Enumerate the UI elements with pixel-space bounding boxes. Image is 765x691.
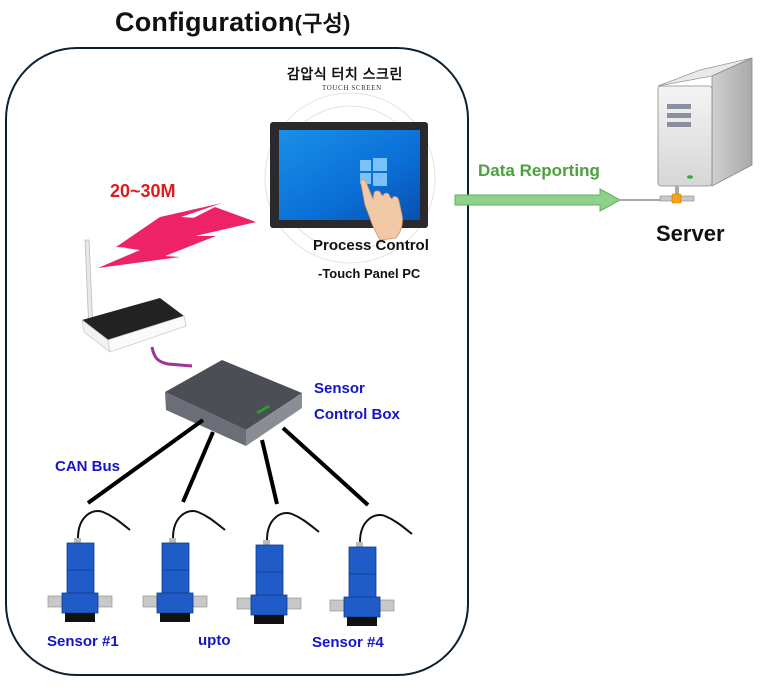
can-bus-lines (86, 418, 370, 507)
server-icon (657, 57, 753, 204)
sensor-upto-label: upto (198, 632, 231, 649)
sensor-3-icon (236, 512, 320, 624)
data-reporting-label: Data Reporting (478, 161, 600, 180)
sensor-control-box-label-line2: Control Box (314, 406, 400, 423)
sensor-4-label: Sensor #4 (312, 634, 384, 651)
data-reporting-arrow-icon (454, 188, 660, 212)
diagram-title: Configuration(구성) (115, 6, 351, 38)
sensor-1-icon (47, 510, 131, 622)
title-korean: (구성) (294, 11, 351, 36)
wireless-signal-bolt-icon (98, 207, 256, 268)
touch-screen-banner-title: 감압식 터치 스크린 (287, 66, 403, 82)
windows-logo-icon (360, 158, 387, 186)
configuration-frame (5, 47, 469, 676)
ethernet-cable-icon (150, 346, 193, 368)
process-control-label: Process Control (313, 237, 429, 254)
sensor-4-icon (329, 514, 413, 626)
sensor-2-icon (142, 510, 226, 622)
can-bus-label: CAN Bus (55, 458, 121, 475)
title-text: Configuration (115, 7, 295, 37)
touch-panel-pc-label: -Touch Panel PC (318, 266, 421, 281)
hand-touch-icon (360, 179, 403, 241)
sensor-1-label: Sensor #1 (47, 633, 119, 650)
sensor-control-box-icon (165, 360, 302, 446)
touch-screen-banner-subtitle: TOUCH SCREEN (322, 84, 382, 92)
wireless-router-icon (81, 239, 187, 353)
wireless-range-label: 20~30M (110, 181, 176, 201)
sensor-control-box-label-line1: Sensor (314, 380, 365, 397)
touch-panel-pc-icon (270, 122, 428, 241)
server-label: Server (656, 221, 725, 246)
